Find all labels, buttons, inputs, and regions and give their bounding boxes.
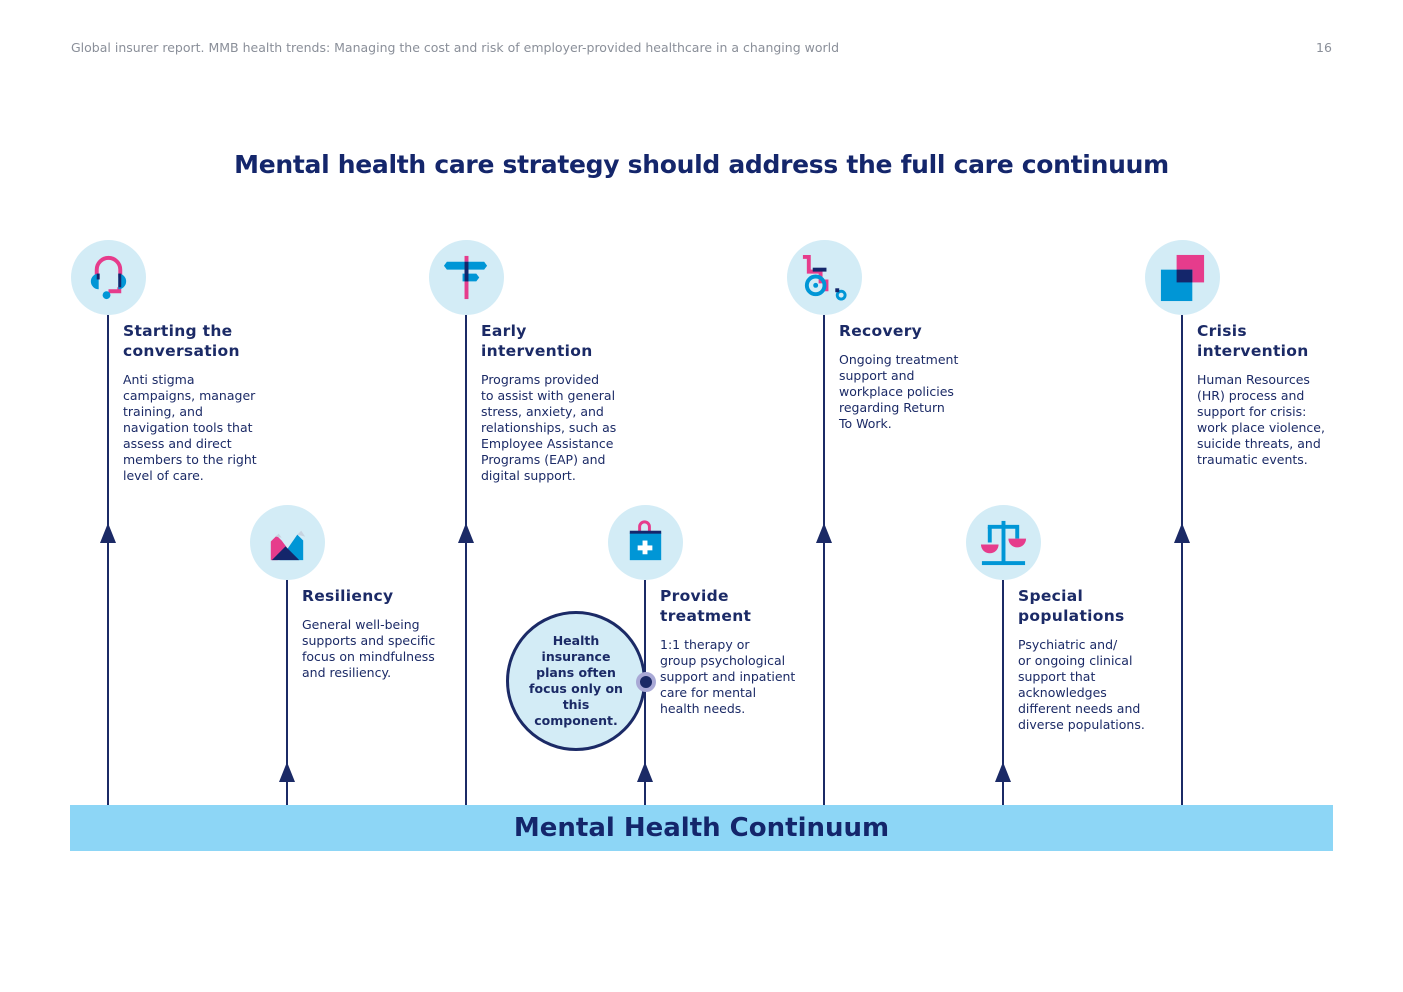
crisis-intervention-arrow-icon	[1174, 523, 1190, 543]
resiliency-description: and resiliency.	[302, 665, 392, 680]
crisis-intervention-description: traumatic events.	[1197, 452, 1308, 467]
provide-treatment-description: care for mental	[660, 685, 757, 700]
provide-treatment-icon-circle	[608, 505, 683, 580]
starting-the-conversation-line	[107, 315, 109, 805]
early-intervention-description: to assist with general	[481, 388, 616, 403]
recovery-line	[823, 315, 825, 805]
resiliency-description: supports and specific	[302, 633, 436, 648]
scales-icon	[980, 520, 1027, 566]
early-intervention-icon-circle	[429, 240, 504, 315]
early-intervention-line	[465, 315, 467, 805]
resiliency-icon-circle	[250, 505, 325, 580]
provide-treatment-description: group psychological	[660, 653, 786, 668]
starting-the-conversation-description: navigation tools that	[123, 420, 253, 435]
early-intervention-title: Early	[481, 322, 527, 340]
page-title: Mental health care strategy should addre…	[234, 150, 1169, 179]
provide-treatment-arrow-icon	[637, 762, 653, 782]
recovery-icon-circle	[787, 240, 862, 315]
crisis-intervention-description: work place violence,	[1197, 420, 1325, 435]
resiliency-description: General well-being	[302, 617, 420, 632]
crisis-intervention-line	[1181, 315, 1183, 805]
starting-the-conversation-description: training, and	[123, 404, 203, 419]
overlapping-squares-icon	[1160, 254, 1205, 302]
recovery-description: workplace policies	[839, 384, 954, 399]
special-populations-line	[1002, 580, 1004, 805]
special-populations-arrow-icon	[995, 762, 1011, 782]
crisis-intervention-description: suicide threats, and	[1197, 436, 1321, 451]
early-intervention-description: Programs (EAP) and	[481, 452, 606, 467]
headset-icon	[90, 256, 127, 300]
starting-the-conversation-description: level of care.	[123, 468, 204, 483]
early-intervention-arrow-icon	[458, 523, 474, 543]
wheelchair-icon	[802, 254, 847, 301]
starting-the-conversation-arrow-icon	[100, 523, 116, 543]
early-intervention-description: Employee Assistance	[481, 436, 614, 451]
recovery-title: Recovery	[839, 322, 923, 340]
recovery-description: Ongoing treatment	[839, 352, 959, 367]
special-populations-description: Psychiatric and/	[1018, 637, 1118, 652]
resiliency-description: focus on mindfulness	[302, 649, 435, 664]
callout-text: Health insurance plans often focus only …	[529, 633, 623, 728]
starting-the-conversation-title: conversation	[123, 342, 240, 360]
early-intervention-description: stress, anxiety, and	[481, 404, 604, 419]
callout-circle: Health insurance plans often focus only …	[506, 611, 646, 751]
crisis-intervention-description: Human Resources	[1197, 372, 1310, 387]
page-number: 16	[1316, 40, 1332, 55]
early-intervention-description: digital support.	[481, 468, 576, 483]
crisis-intervention-description: support for crisis:	[1197, 404, 1307, 419]
special-populations-description: diverse populations.	[1018, 717, 1145, 732]
early-intervention-title: intervention	[481, 342, 593, 360]
starting-the-conversation-description: members to the right	[123, 452, 257, 467]
early-intervention-description: relationships, such as	[481, 420, 617, 435]
special-populations-description: or ongoing clinical	[1018, 653, 1133, 668]
crisis-intervention-icon-circle	[1145, 240, 1220, 315]
crisis-intervention-title: Crisis	[1197, 322, 1247, 340]
crisis-intervention-title: intervention	[1197, 342, 1309, 360]
callout-connector-dot	[636, 672, 656, 692]
provide-treatment-description: 1:1 therapy or	[660, 637, 750, 652]
resiliency-line	[286, 580, 288, 805]
provide-treatment-description: health needs.	[660, 701, 746, 716]
starting-the-conversation-icon-circle	[71, 240, 146, 315]
starting-the-conversation-description: campaigns, manager	[123, 388, 256, 403]
resiliency-title: Resiliency	[302, 587, 394, 605]
mountains-icon	[270, 530, 306, 561]
recovery-description: To Work.	[839, 416, 892, 431]
provide-treatment-title: treatment	[660, 607, 752, 625]
starting-the-conversation-title: Starting the	[123, 322, 233, 340]
signpost-icon	[443, 255, 488, 300]
special-populations-title: Special	[1018, 587, 1084, 605]
provide-treatment-title: Provide	[660, 587, 729, 605]
recovery-description: regarding Return	[839, 400, 945, 415]
starting-the-conversation-description: assess and direct	[123, 436, 232, 451]
early-intervention-description: Programs provided	[481, 372, 600, 387]
starting-the-conversation-description: Anti stigma	[123, 372, 195, 387]
provide-treatment-description: support and inpatient	[660, 669, 796, 684]
crisis-intervention-description: (HR) process and	[1197, 388, 1305, 403]
special-populations-description: acknowledges	[1018, 685, 1107, 700]
special-populations-description: support that	[1018, 669, 1096, 684]
special-populations-title: populations	[1018, 607, 1125, 625]
resiliency-arrow-icon	[279, 762, 295, 782]
medical-bag-icon	[629, 520, 662, 561]
special-populations-description: different needs and	[1018, 701, 1141, 716]
continuum-bar: Mental Health Continuum	[70, 805, 1333, 851]
special-populations-icon-circle	[966, 505, 1041, 580]
recovery-description: support and	[839, 368, 915, 383]
recovery-arrow-icon	[816, 523, 832, 543]
report-title: Global insurer report. MMB health trends…	[71, 40, 840, 55]
